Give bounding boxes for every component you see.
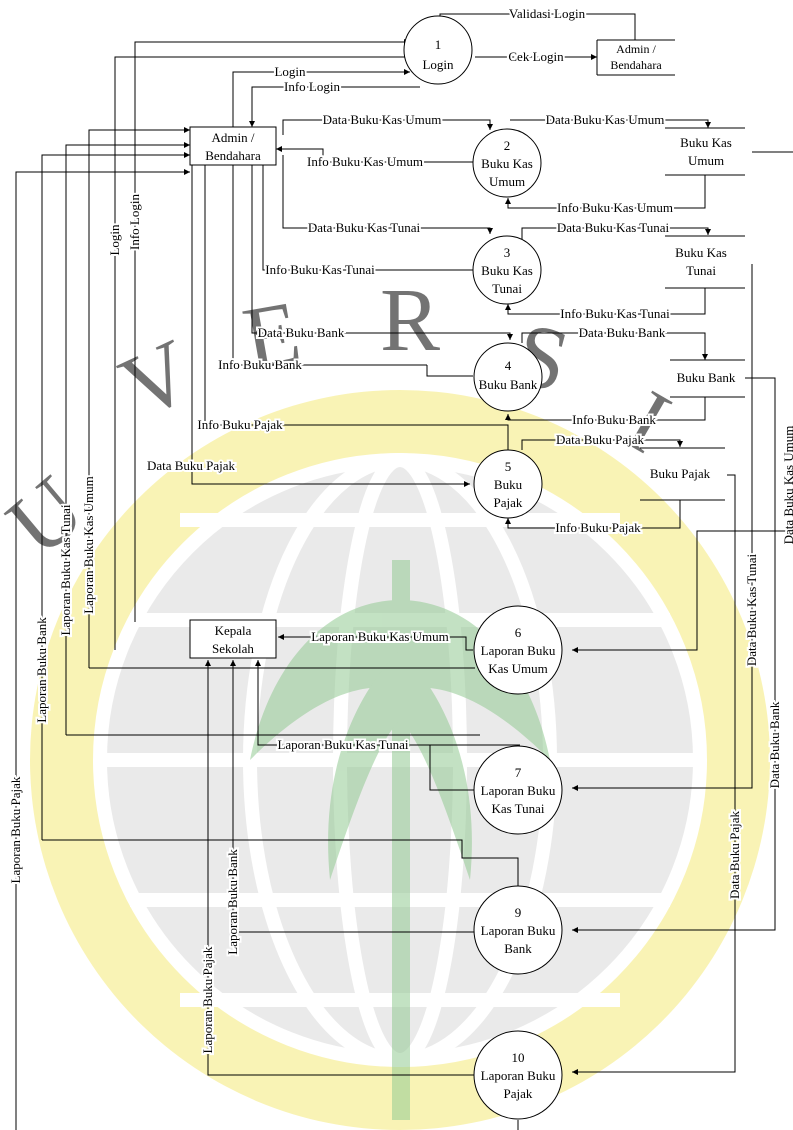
store-pajak-line1: Buku Pajak bbox=[650, 466, 711, 481]
flow-label-laporan-kas-umum-vertical: Laporan Buku Kas Umum bbox=[81, 476, 96, 614]
process-label-line1: Laporan Buku bbox=[481, 783, 556, 798]
process-label-line1: Buku Kas bbox=[481, 156, 533, 171]
svg-text:R: R bbox=[380, 271, 440, 370]
process-9-laporan-bank: 9 Laporan Buku Bank bbox=[473, 885, 563, 975]
process-number: 9 bbox=[515, 905, 522, 920]
flow-label-cek-login: Cek Login bbox=[508, 49, 564, 64]
flow-label-data-kas-umum-in: Data Buku Kas Umum bbox=[323, 112, 442, 127]
process-label-line2: Pajak bbox=[494, 495, 523, 510]
process-4-buku-bank: 4 Buku Bank bbox=[473, 342, 543, 412]
process-label-line1: Laporan Buku bbox=[481, 1068, 556, 1083]
flow-label-info-pajak-store: Info Buku Pajak bbox=[555, 520, 641, 535]
data-store-pajak: Buku Pajak bbox=[640, 447, 725, 501]
process-label-line2: Tunai bbox=[492, 281, 522, 296]
process-1-login: 1 Login bbox=[403, 15, 473, 85]
process-label-line1: Buku Kas bbox=[481, 263, 533, 278]
process-label-line1: Laporan Buku bbox=[481, 643, 556, 658]
process-label-line1: Login bbox=[422, 57, 454, 72]
process-label-line1: Laporan Buku bbox=[481, 923, 556, 938]
flow-label-data-pajak-vertical: Data Buku Pajak bbox=[727, 810, 742, 899]
process-number: 4 bbox=[505, 358, 512, 373]
flow-label-data-bank-store: Data Buku Bank bbox=[579, 325, 666, 340]
process-label-line2: Kas Tunai bbox=[491, 801, 544, 816]
flow-label-info-login: Info Login bbox=[284, 79, 340, 94]
flow-label-info-kas-umum-out: Info Buku Kas Umum bbox=[307, 154, 423, 169]
flow-label-data-kas-tunai-in: Data Buku Kas Tunai bbox=[308, 220, 421, 235]
entity-admin-line1: Admin / bbox=[212, 130, 255, 145]
process-10-laporan-pajak: 10 Laporan Buku Pajak bbox=[473, 1030, 563, 1120]
process-2-buku-kas-umum: 2 Buku Kas Umum bbox=[472, 128, 542, 198]
store-kas-umum-line1: Buku Kas bbox=[680, 135, 732, 150]
process-number: 6 bbox=[515, 625, 522, 640]
store-admin-line1: Admin / bbox=[616, 42, 656, 56]
flow-label-laporan-kas-tunai-vertical: Laporan Buku Kas Tunai bbox=[58, 504, 73, 635]
process-3-buku-kas-tunai: 3 Buku Kas Tunai bbox=[472, 235, 542, 305]
flow-label-laporan-pajak-kepala: Laporan Buku Pajak bbox=[200, 946, 215, 1053]
process-6-laporan-kas-umum: 6 Laporan Buku Kas Umum bbox=[473, 605, 563, 695]
flow-label-info-kas-umum-store: Info Buku Kas Umum bbox=[557, 200, 673, 215]
process-label-line2: Kas Umum bbox=[488, 661, 548, 676]
flow-label-data-kas-umum-vertical: Data Buku Kas Umum bbox=[781, 426, 793, 545]
process-number: 2 bbox=[504, 138, 511, 153]
flow-label-info-bank-store: Info Buku Bank bbox=[572, 412, 656, 427]
process-label-line2: Pajak bbox=[504, 1086, 533, 1101]
data-store-bank: Buku Bank bbox=[670, 359, 745, 398]
entity-kepala-line2: Sekolah bbox=[212, 641, 254, 656]
process-number: 7 bbox=[515, 765, 522, 780]
vertical-flow-labels: Login Info Login Laporan Buku Kas Umum L… bbox=[6, 192, 793, 1056]
process-label-line1: Buku bbox=[494, 477, 523, 492]
process-label-line2: Bank bbox=[504, 941, 532, 956]
flow-labels: Validasi Login Cek Login Login Info Logi… bbox=[145, 4, 675, 754]
flow-label-laporan-kas-tunai: Laporan Buku Kas Tunai bbox=[277, 737, 408, 752]
flow-label-validasi-login: Validasi Login bbox=[509, 6, 586, 21]
flow-lines bbox=[15, 13, 793, 1130]
process-number: 10 bbox=[512, 1050, 525, 1065]
flow-label-info-bank-out: Info Buku Bank bbox=[218, 357, 302, 372]
data-store-admin: Admin / Bendahara bbox=[596, 39, 675, 76]
process-label-line1: Buku Bank bbox=[479, 377, 538, 392]
flow-label-laporan-bank-vertical: Laporan Buku Bank bbox=[34, 617, 49, 723]
flow-label-data-kas-tunai-vertical: Data Buku Kas Tunai bbox=[744, 553, 759, 666]
flow-label-data-kas-tunai-store: Data Buku Kas Tunai bbox=[557, 220, 670, 235]
process-5-buku-pajak: 5 Buku Pajak bbox=[473, 449, 543, 519]
flow-label-login-vertical: Login bbox=[107, 224, 122, 256]
flow-label-info-kas-tunai-store: Info Buku Kas Tunai bbox=[560, 306, 670, 321]
flow-label-data-pajak-store: Data Buku Pajak bbox=[556, 432, 645, 447]
flow-label-laporan-kas-umum: Laporan Buku Kas Umum bbox=[311, 629, 449, 644]
flow-label-data-bank-in: Data Buku Bank bbox=[258, 325, 345, 340]
flow-label-data-pajak-in: Data Buku Pajak bbox=[147, 458, 236, 473]
entity-kepala-sekolah: Kepala Sekolah bbox=[189, 619, 277, 659]
palm-tree-icon bbox=[250, 560, 550, 1120]
entity-admin-line2: Bendahara bbox=[205, 148, 261, 163]
data-store-kas-tunai: Buku Kas Tunai bbox=[665, 235, 745, 289]
data-store-kas-umum: Buku Kas Umum bbox=[665, 127, 745, 176]
process-number: 1 bbox=[435, 37, 442, 52]
flow-label-info-login-vertical: Info Login bbox=[127, 194, 142, 250]
store-kas-tunai-line2: Tunai bbox=[686, 263, 716, 278]
flow-label-data-bank-vertical: Data Buku Bank bbox=[767, 701, 782, 788]
store-kas-umum-line2: Umum bbox=[688, 153, 724, 168]
entity-admin-bendahara: Admin / Bendahara bbox=[189, 126, 277, 166]
process-number: 3 bbox=[504, 245, 511, 260]
flow-label-laporan-bank-kepala: Laporan Buku Bank bbox=[225, 849, 240, 955]
process-number: 5 bbox=[505, 459, 512, 474]
flow-label-data-kas-umum-store: Data Buku Kas Umum bbox=[546, 112, 665, 127]
store-bank-line1: Buku Bank bbox=[677, 370, 736, 385]
store-kas-tunai-line1: Buku Kas bbox=[675, 245, 727, 260]
flow-label-laporan-pajak-vertical: Laporan Buku Pajak bbox=[8, 776, 23, 883]
process-label-line2: Umum bbox=[489, 174, 525, 189]
flow-label-info-pajak-out: Info Buku Pajak bbox=[197, 417, 283, 432]
flow-label-info-kas-tunai-out: Info Buku Kas Tunai bbox=[265, 262, 375, 277]
entity-kepala-line1: Kepala bbox=[215, 623, 252, 638]
store-admin-line2: Bendahara bbox=[610, 58, 662, 72]
process-7-laporan-kas-tunai: 7 Laporan Buku Kas Tunai bbox=[473, 745, 563, 835]
flow-label-login: Login bbox=[274, 64, 306, 79]
